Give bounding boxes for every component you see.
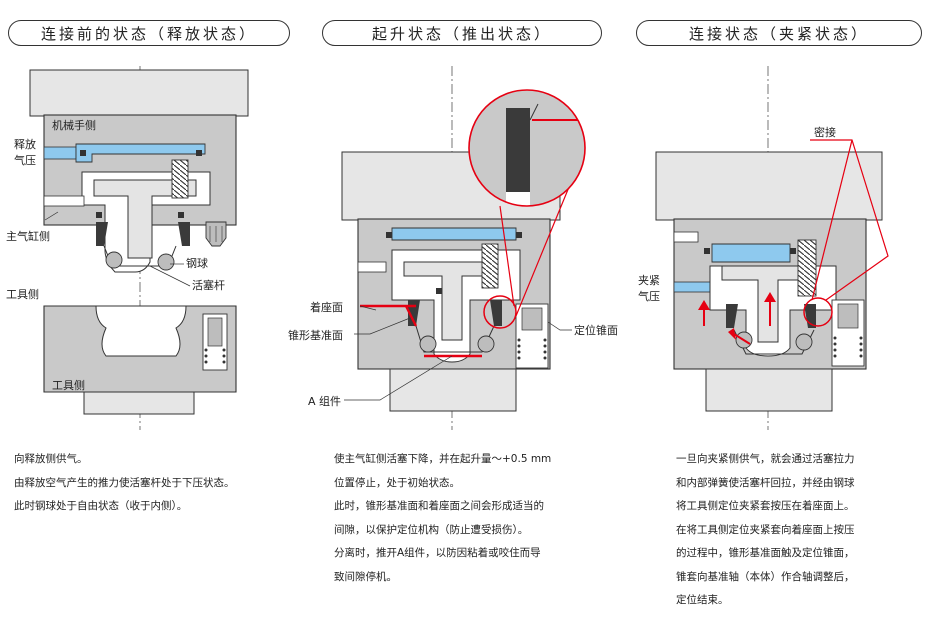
steel-ball	[795, 333, 813, 351]
desc-line: 间隙，以保护定位机构（防止遭受损伤）。	[334, 523, 529, 536]
spring	[481, 243, 499, 289]
desc-line: 将工具侧定位夹紧套按压在着座面上。	[676, 500, 855, 512]
panel1-description: 向释放侧供气。 由释放空气产生的推力使活塞杆处于下压状态。 此时钢球处于自由状态…	[14, 448, 235, 519]
detail-marker	[483, 295, 517, 329]
main-cyl-port	[43, 195, 85, 207]
label-clamp-air-2: 气压	[638, 289, 660, 303]
label-contact: 密接	[814, 125, 836, 139]
steel-ball	[477, 335, 495, 353]
desc-line: 此时钢球处于自由状态（收于内侧）。	[14, 500, 188, 512]
label-clamp-air-1: 夹紧	[638, 274, 660, 287]
clamp-air-channel	[711, 243, 791, 263]
tool-plate	[83, 391, 195, 415]
desc-line: 由释放空气产生的推力使活塞杆处于下压状态。	[14, 476, 235, 489]
air-channel	[391, 227, 517, 241]
steel-ball	[157, 253, 175, 271]
label-release-air-2: 气压	[14, 153, 36, 167]
label-tool-side-left: 工具侧	[6, 288, 39, 301]
panel1-title: 连接前的状态（释放状态）	[8, 20, 290, 46]
desc-line: 的过程中，锥形基准面触及定位锥面，	[676, 547, 855, 559]
desc-line: 向释放侧供气。	[14, 453, 88, 465]
force-arrows	[698, 292, 776, 345]
steel-ball	[419, 335, 437, 353]
desc-line: 定位结束。	[676, 594, 729, 606]
label-robot-side: 机械手侧	[52, 118, 96, 132]
panel3-diagram: 密接 夹紧 气压	[638, 66, 889, 430]
panel3-title: 连接状态（夹紧状态）	[636, 20, 922, 46]
desc-line: 在将工具侧定位夹紧套向着座面上按压	[676, 523, 855, 536]
panel2-diagram: 着座面 锥形基准面 A 组件 定位锥面	[288, 66, 618, 430]
coupling-diagram: 机械手侧 释放 气压 主气缸侧 钢球 活塞杆 工具侧 工具侧	[6, 66, 889, 430]
desc-line: 位置停止，处于初始状态。	[334, 476, 460, 489]
label-taper-ref-surface: 锥形基准面	[288, 329, 343, 342]
steel-ball	[105, 251, 123, 269]
tool-plate	[389, 368, 517, 412]
desc-line: 使主气缸侧活塞下降，并在起升量～+0.5 mm	[334, 453, 552, 465]
desc-line: 分离时，推开A组件，以防因粘着或咬住而导	[334, 547, 541, 559]
label-positioning-taper: 定位锥面	[574, 323, 618, 337]
tool-plate	[705, 368, 833, 412]
desc-line: 致间隙停机。	[334, 570, 397, 583]
robot-flange	[29, 69, 249, 117]
detail-marker	[803, 297, 833, 327]
label-seating-surface: 着座面	[310, 300, 343, 314]
label-piston-rod: 活塞杆	[192, 278, 225, 292]
panel2-title: 起升状态（推出状态）	[322, 20, 602, 46]
desc-line: 锥套向基准轴（本体）作合轴调整后，	[676, 570, 855, 583]
label-main-cyl-side: 主气缸侧	[6, 229, 50, 243]
label-steel-ball: 钢球	[186, 256, 208, 270]
label-tool-side-bottom: 工具侧	[52, 379, 85, 392]
panel1-diagram: 机械手侧 释放 气压 主气缸侧 钢球 活塞杆 工具侧 工具侧	[6, 66, 249, 430]
panel2-description: 使主气缸侧活塞下降，并在起升量～+0.5 mm 位置停止，处于初始状态。 此时，…	[334, 448, 551, 589]
desc-line: 此时，锥形基准面和着座面之间会形成适当的	[334, 500, 544, 512]
release-air-channel	[75, 143, 206, 163]
desc-line: 一旦向夹紧侧供气，就会通过活塞拉力	[676, 453, 855, 465]
label-release-air-1: 释放	[14, 137, 36, 151]
panel3-description: 一旦向夹紧侧供气，就会通过活塞拉力 和内部弹簧使活塞杆回拉，并经由钢球 将工具侧…	[676, 448, 855, 613]
robot-flange	[655, 151, 883, 221]
spring	[797, 239, 817, 297]
desc-line: 和内部弹簧使活塞杆回拉，并经由钢球	[676, 476, 855, 489]
spring	[171, 159, 189, 199]
piston	[93, 179, 197, 259]
label-a-assembly: A 组件	[308, 394, 341, 408]
